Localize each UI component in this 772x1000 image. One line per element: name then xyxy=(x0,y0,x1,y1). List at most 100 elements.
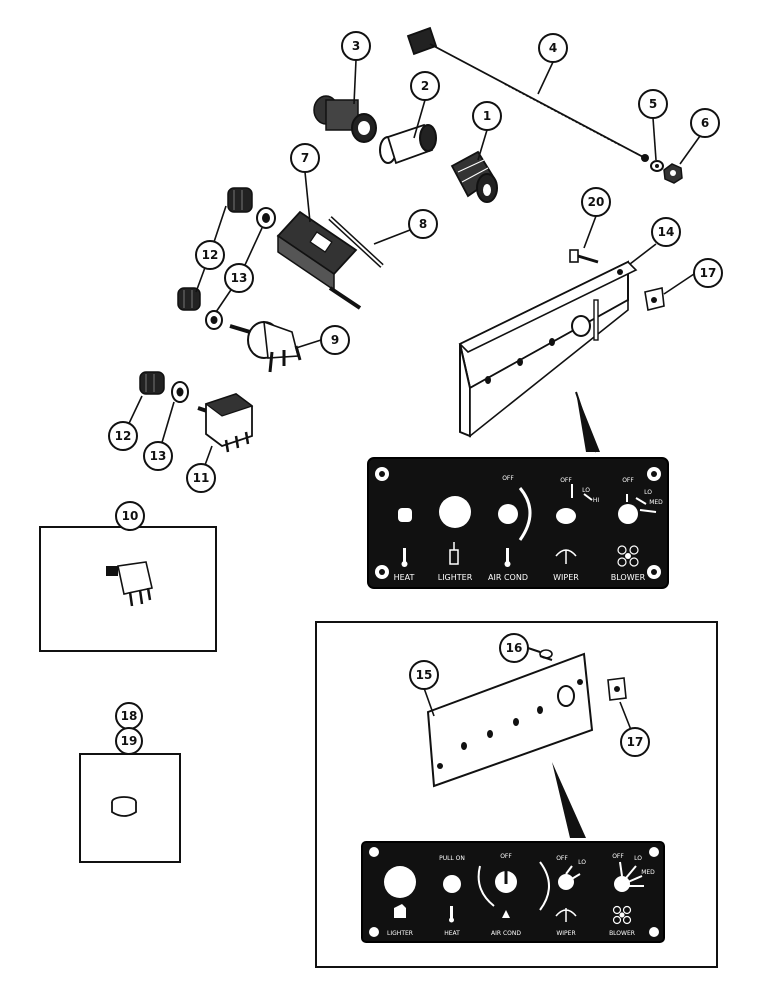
callout-6: 6 xyxy=(690,108,720,138)
svg-text:2: 2 xyxy=(421,79,429,93)
ac-arrow-icon-lower xyxy=(502,910,510,918)
svg-text:20: 20 xyxy=(588,195,605,209)
lower-aircond-off: OFF xyxy=(500,853,512,860)
callout-3: 3 xyxy=(341,31,371,61)
svg-text:13: 13 xyxy=(231,271,248,285)
part-9-rotary-switch xyxy=(229,320,302,373)
part-7-switch xyxy=(276,210,362,310)
lower-label-lighter: LIGHTER xyxy=(387,930,413,937)
callout-13b: 13 xyxy=(143,441,173,471)
part-12-knob-upper-b xyxy=(177,287,201,311)
lower-wiper-lo: LO xyxy=(578,859,586,866)
svg-text:12: 12 xyxy=(202,248,219,262)
svg-text:1: 1 xyxy=(483,109,491,123)
callout-1: 1 xyxy=(472,101,502,131)
callout-2: 2 xyxy=(410,71,440,101)
upper-wiper-hi: HI xyxy=(593,497,600,504)
lower-blower-off: OFF xyxy=(612,853,624,860)
control-panel-upper: OFF OFF LO HI OFF LO MED HEAT LIGHTE xyxy=(367,457,669,589)
callout-15: 15 xyxy=(409,660,439,690)
callout-5: 5 xyxy=(638,89,668,119)
lighter-icon xyxy=(449,542,459,565)
svg-text:17: 17 xyxy=(700,266,717,280)
svg-text:17: 17 xyxy=(627,735,644,749)
svg-text:11: 11 xyxy=(193,471,210,485)
svg-text:12: 12 xyxy=(115,429,132,443)
svg-text:14: 14 xyxy=(658,225,675,239)
part-13-nut-upper-b xyxy=(205,310,223,330)
upper-aircond-off: OFF xyxy=(502,475,514,482)
upper-label-blower: BLOWER xyxy=(611,573,646,582)
lighter-icon-lower xyxy=(394,904,406,918)
part-15-plate xyxy=(426,652,594,788)
part-17-clip-lower xyxy=(607,677,627,701)
callout-17a: 17 xyxy=(693,258,723,288)
callout-4: 4 xyxy=(538,33,568,63)
part-1-knob xyxy=(450,150,498,203)
callout-12a: 12 xyxy=(195,240,225,270)
part-14-bracket xyxy=(458,260,638,438)
svg-text:10: 10 xyxy=(122,509,139,523)
part-10-switch xyxy=(106,561,153,607)
part-5-washer xyxy=(650,160,664,172)
lower-label-aircond: AIR COND xyxy=(491,930,521,937)
svg-text:3: 3 xyxy=(352,39,360,53)
svg-text:18: 18 xyxy=(121,709,138,723)
upper-label-lighter: LIGHTER xyxy=(438,573,473,582)
svg-text:7: 7 xyxy=(301,151,309,165)
part-13-nut-upper-a xyxy=(256,207,276,229)
part-4-rod xyxy=(406,26,649,162)
thermometer-icon xyxy=(401,548,408,567)
callout-19: 19 xyxy=(115,727,143,755)
control-panel-lower: PULL ON OFF OFF LO OFF LO MED LIGHTER HE… xyxy=(361,841,665,943)
callout-20: 20 xyxy=(581,187,611,217)
upper-label-heat: HEAT xyxy=(394,573,415,582)
upper-label-aircond: AIR COND xyxy=(488,573,528,582)
wiper-icon-lower xyxy=(555,908,577,922)
svg-text:5: 5 xyxy=(649,97,657,111)
callout-12b: 12 xyxy=(108,421,138,451)
part-8-pin xyxy=(328,216,384,268)
part-12-knob-lower xyxy=(139,371,165,395)
part-6-nut xyxy=(663,163,683,184)
callout-8: 8 xyxy=(408,209,438,239)
upper-blower-med: MED xyxy=(649,499,663,506)
callout-18: 18 xyxy=(115,702,143,730)
svg-text:8: 8 xyxy=(419,217,427,231)
lower-blower-med: MED xyxy=(641,869,655,876)
callout-10: 10 xyxy=(115,501,145,531)
svg-text:4: 4 xyxy=(549,41,557,55)
fan-icon-lower xyxy=(612,905,632,925)
part-16-screw xyxy=(527,647,553,661)
part-3-lighter-element xyxy=(313,95,377,143)
svg-text:9: 9 xyxy=(331,333,339,347)
svg-text:15: 15 xyxy=(416,668,433,682)
callout-11: 11 xyxy=(186,463,216,493)
pointer-arrow-lower xyxy=(552,762,586,838)
callout-9: 9 xyxy=(320,325,350,355)
part-11-toggle-switch xyxy=(197,392,254,453)
wiper-icon xyxy=(555,549,577,564)
part-2-cylinder xyxy=(379,123,437,165)
upper-blower-lo: LO xyxy=(644,489,652,496)
callout-17b: 17 xyxy=(620,727,650,757)
svg-text:13: 13 xyxy=(150,449,167,463)
callout-14: 14 xyxy=(651,217,681,247)
lower-wiper-off: OFF xyxy=(556,855,568,862)
upper-wiper-lo: LO xyxy=(582,487,590,494)
upper-label-wiper: WIPER xyxy=(553,573,579,582)
svg-text:6: 6 xyxy=(701,116,709,130)
thermometer-ac-icon xyxy=(504,548,511,567)
upper-wiper-off: OFF xyxy=(560,477,572,484)
fan-icon xyxy=(617,545,639,567)
lower-label-wiper: WIPER xyxy=(556,930,575,937)
lower-label-heat: HEAT xyxy=(444,930,460,937)
part-13-nut-lower xyxy=(171,381,189,403)
upper-blower-off: OFF xyxy=(622,477,634,484)
part-17-clip-upper xyxy=(644,287,665,311)
lower-label-blower: BLOWER xyxy=(609,930,635,937)
part-20-screw xyxy=(569,249,599,264)
lower-pull-on: PULL ON xyxy=(439,855,465,862)
lower-blower-lo: LO xyxy=(634,855,642,862)
